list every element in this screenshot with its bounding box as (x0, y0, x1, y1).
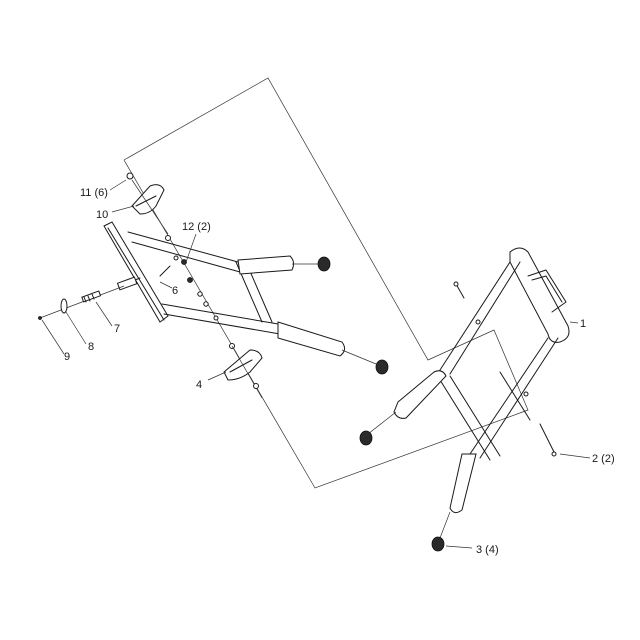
callout-7: 7 (114, 323, 120, 335)
foot-cap-bottom (431, 536, 445, 552)
carry-handle (527, 269, 567, 313)
upper-extension-tube (237, 255, 295, 275)
bolt-2 (539, 423, 555, 453)
nut-9 (38, 316, 42, 320)
left-sleeve (393, 370, 447, 419)
right-frame (367, 247, 570, 539)
callout-12: 12 (2) (182, 221, 211, 233)
bracket-10 (126, 172, 171, 241)
callout-6: 6 (172, 285, 178, 297)
callout-1: 1 (580, 318, 586, 330)
foot-cap-left (359, 430, 373, 446)
callout-8: 8 (88, 341, 94, 353)
bolt-top (455, 283, 465, 299)
callout-9: 9 (64, 351, 70, 363)
screw-12 (181, 259, 187, 265)
left-frame (103, 221, 377, 365)
washer-11 (126, 172, 134, 180)
fastener-stack (38, 285, 125, 320)
callout-3: 3 (4) (476, 544, 499, 556)
bottom-sleeve (449, 453, 477, 514)
assembly-boundary (123, 77, 529, 489)
washer-8 (60, 298, 68, 314)
end-cap-lower (375, 359, 389, 375)
end-cap-upper (317, 256, 331, 272)
callout-10: 10 (96, 209, 108, 221)
spring-7 (81, 290, 102, 303)
callout-11: 11 (6) (80, 187, 108, 199)
top-roller (509, 247, 570, 343)
callout-2: 2 (2) (592, 453, 615, 465)
leader-lines (41, 179, 591, 549)
callout-4: 4 (196, 379, 202, 391)
lower-extension-tube (277, 321, 346, 357)
bracket-4 (223, 343, 263, 399)
